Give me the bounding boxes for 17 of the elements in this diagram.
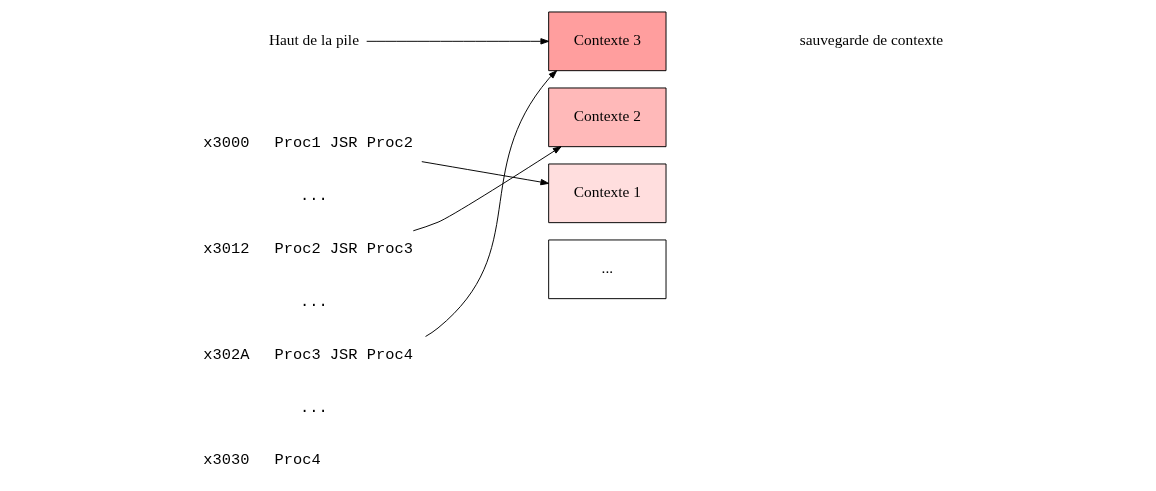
arrow [425,70,558,337]
label: sauvegarde de contexte [799,30,944,48]
label: ... [300,292,328,311]
label: ... [300,398,328,417]
arrow [412,146,562,232]
node-text: Haut de la pile [268,30,359,48]
node-text: x3012 Proc2 JSR Proc3 [203,239,413,258]
node-text: x3030 Proc4 [203,451,321,470]
node-box: Contexte 1 [548,163,667,224]
arrow [366,38,550,45]
node-box: ... [548,239,667,300]
label: ... [300,186,328,205]
node-text: x3000 Proc1 JSR Proc2 [203,133,413,152]
node-box: Contexte 2 [548,87,667,148]
arrow [421,161,550,186]
node-box: Contexte 3 [548,11,667,72]
node-text: x302A Proc3 JSR Proc4 [203,345,413,364]
